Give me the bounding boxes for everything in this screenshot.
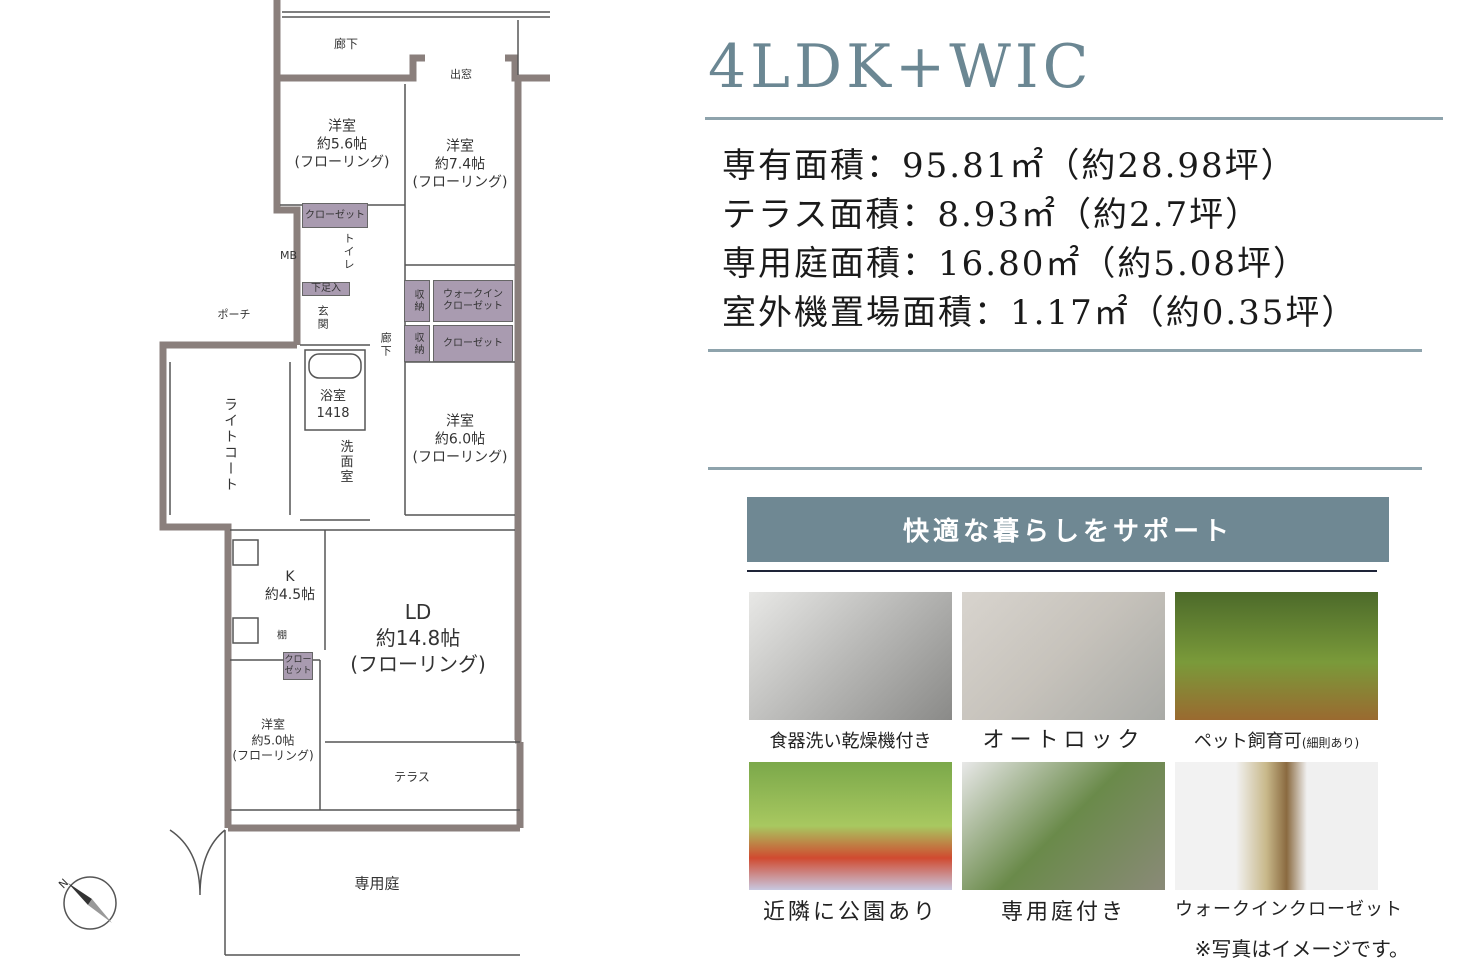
bath-size: 1418 bbox=[316, 406, 350, 421]
bath: 浴室 1418 bbox=[316, 389, 349, 423]
pets-photo bbox=[1175, 592, 1378, 720]
floor-plan-walls bbox=[159, 0, 550, 956]
room-2: 洋室 約7.4帖 (フローリング) bbox=[413, 138, 508, 193]
feature-caption-pets: ペット飼育可(細則あり) bbox=[1170, 727, 1383, 753]
feature-caption: 食器洗い乾燥機付き bbox=[769, 731, 932, 752]
park-photo bbox=[749, 762, 952, 890]
feature-caption: 近隣に公園あり bbox=[762, 900, 938, 925]
mb-label: MB bbox=[280, 248, 298, 262]
layout-type-title: 4LDK+WIC bbox=[708, 32, 1093, 102]
feature-caption: オートロック bbox=[982, 728, 1145, 753]
room-1-floor: (フローリング) bbox=[294, 155, 390, 172]
room-2-name: 洋室 bbox=[446, 138, 474, 155]
divider bbox=[705, 117, 1443, 120]
walk-in-closet-photo bbox=[1175, 762, 1378, 890]
divider bbox=[708, 349, 1422, 352]
bath-name: 浴室 bbox=[319, 389, 346, 405]
toilet-label: トイレ bbox=[342, 232, 356, 272]
room-3-name: 洋室 bbox=[446, 413, 474, 430]
room-3-size: 約6.0帖 bbox=[434, 431, 486, 448]
storage-1: 収納 bbox=[404, 280, 430, 322]
compass-icon bbox=[63, 876, 117, 930]
living-dining: LD 約14.8帖 (フローリング) bbox=[350, 599, 486, 677]
area-outdoor-unit: 室外機置場面積：1.17㎡（約0.35坪） bbox=[722, 293, 1358, 333]
room-1-size: 約5.6帖 bbox=[316, 136, 368, 153]
terrace-label: テラス bbox=[394, 770, 430, 785]
garden-label: 専用庭 bbox=[354, 874, 400, 893]
area-garden: 専用庭面積：16.80㎡（約5.08坪） bbox=[722, 244, 1310, 284]
light-court-label: ライトコート bbox=[222, 397, 239, 493]
kitchen-name: K bbox=[285, 568, 295, 585]
feature-caption: 専用庭付き bbox=[1000, 900, 1126, 925]
room-4-size: 約5.0帖 bbox=[251, 733, 295, 748]
corridor-top-label: 廊下 bbox=[333, 37, 359, 52]
kitchen: K 約4.5帖 bbox=[265, 568, 315, 604]
room-2-floor: (フローリング) bbox=[412, 175, 508, 192]
shelf-label: 棚 bbox=[277, 630, 287, 642]
room-3: 洋室 約6.0帖 (フローリング) bbox=[413, 413, 508, 468]
ld-size: 約14.8帖 bbox=[375, 626, 461, 650]
room-3-floor: (フローリング) bbox=[412, 450, 508, 467]
area-terrace: テラス面積：8.93㎡（約2.7坪） bbox=[722, 195, 1262, 235]
feature-caption-note: (細則あり) bbox=[1301, 736, 1360, 750]
features-banner: 快適な暮らしをサポート bbox=[747, 497, 1389, 562]
room-1-name: 洋室 bbox=[328, 118, 356, 135]
area-exclusive: 専有面積：95.81㎡（約28.98坪） bbox=[722, 146, 1297, 186]
room-4: 洋室 約5.0帖 (フローリング) bbox=[232, 718, 313, 765]
closet-1: クローゼット bbox=[302, 203, 368, 228]
room-4-floor: (フローリング) bbox=[232, 748, 314, 763]
autolock-photo bbox=[962, 592, 1165, 720]
feature-caption: ペット飼育可 bbox=[1193, 731, 1302, 752]
room-1: 洋室 約5.6帖 (フローリング) bbox=[295, 118, 390, 173]
entrance-label: 玄関 bbox=[316, 305, 330, 331]
photo-disclaimer: ※写真はイメージです。 bbox=[1194, 937, 1409, 961]
shoe-box: 下足入 bbox=[302, 282, 350, 296]
closet-2: クローゼット bbox=[433, 325, 513, 362]
divider bbox=[747, 570, 1377, 572]
ld-name: LD bbox=[404, 600, 432, 624]
washroom-label: 洗面室 bbox=[337, 439, 353, 485]
bay-window-label: 出窓 bbox=[450, 67, 472, 81]
storage-2: 収納 bbox=[404, 325, 430, 362]
divider bbox=[708, 467, 1422, 470]
garden-photo bbox=[962, 762, 1165, 890]
kitchen-size: 約4.5帖 bbox=[264, 587, 316, 603]
feature-caption: ウォークインクローゼット bbox=[1175, 899, 1403, 920]
room-2-size: 約7.4帖 bbox=[434, 156, 486, 173]
walk-in-closet: ウォークイン クローゼット bbox=[433, 280, 513, 322]
porch-label: ポーチ bbox=[217, 307, 251, 321]
closet-3: クロー ゼット bbox=[283, 652, 313, 680]
dishwasher-photo bbox=[749, 592, 952, 720]
room-4-name: 洋室 bbox=[260, 717, 285, 732]
hall-label: 廊下 bbox=[379, 332, 393, 358]
ld-floor: (フローリング) bbox=[350, 652, 486, 676]
